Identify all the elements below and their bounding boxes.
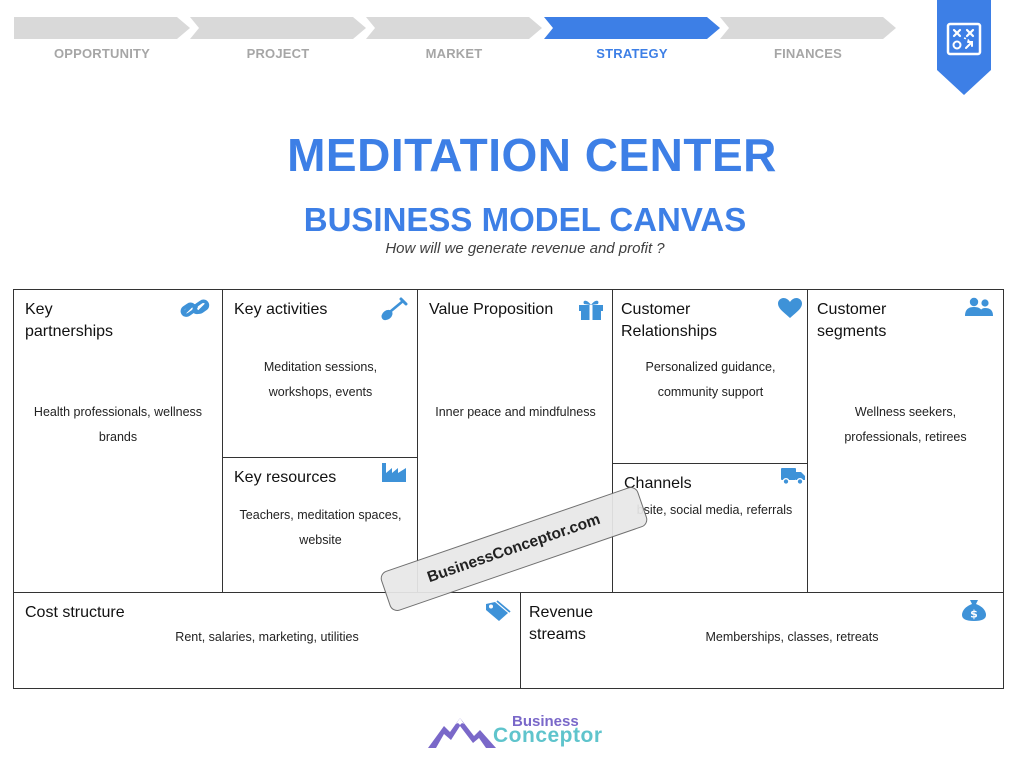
step-market[interactable]: MARKET bbox=[366, 17, 542, 65]
shovel-icon bbox=[381, 297, 408, 321]
link-icon bbox=[180, 299, 210, 317]
tag-icon bbox=[486, 600, 511, 621]
cell-customer-segments[interactable]: Customer segments Wellness seekers, prof… bbox=[807, 289, 1004, 593]
gift-icon bbox=[579, 300, 603, 320]
cell-text: Inner peace and mindfulness bbox=[435, 405, 596, 419]
cell-revenue-streams[interactable]: Revenue streams $ Memberships, classes, … bbox=[520, 592, 1004, 689]
cell-customer-relationships[interactable]: Customer Relationships Personalized guid… bbox=[612, 289, 809, 464]
factory-icon bbox=[382, 463, 406, 482]
cell-text: Wellness seekers, professionals, retiree… bbox=[844, 405, 967, 444]
cell-title: Key activities bbox=[234, 301, 328, 318]
cell-title: Customer Relationships bbox=[621, 301, 718, 340]
users-icon bbox=[965, 297, 993, 316]
cell-channels[interactable]: Channels bsite, social media, referrals bbox=[612, 463, 809, 593]
cell-text: Teachers, meditation spaces, website bbox=[239, 508, 402, 547]
cell-text: Personalized guidance, community support bbox=[645, 360, 776, 399]
cell-key-activities[interactable]: Key activities Meditation sessions, work… bbox=[222, 289, 419, 458]
page-question: How will we generate revenue and profit … bbox=[385, 240, 665, 257]
logo-text-business: Business bbox=[512, 713, 579, 730]
cell-text: bsite, social media, referrals bbox=[636, 503, 793, 517]
step-strategy[interactable]: STRATEGY bbox=[544, 17, 720, 65]
cell-title: Key resources bbox=[234, 469, 337, 486]
mountain-logo-icon bbox=[428, 718, 496, 748]
cell-title: Revenue streams bbox=[529, 604, 594, 643]
page-subtitle: BUSINESS MODEL CANVAS bbox=[303, 201, 747, 238]
step-arrow bbox=[366, 17, 542, 39]
cell-title: Key partnerships bbox=[25, 301, 114, 340]
business-conceptor-logo: Business Conceptor bbox=[426, 708, 616, 752]
cell-text: Health professionals, wellness brands bbox=[33, 405, 203, 444]
money-bag-icon: $ bbox=[962, 600, 986, 621]
step-label: FINANCES bbox=[773, 46, 843, 61]
cell-title: Value Proposition bbox=[429, 301, 554, 318]
truck-icon bbox=[781, 468, 805, 485]
step-arrow bbox=[720, 17, 896, 39]
strategy-board-icon bbox=[946, 22, 982, 56]
step-label: OPPORTUNITY bbox=[53, 46, 151, 61]
heart-icon bbox=[778, 298, 802, 318]
business-model-canvas: Key partnerships Health professionals, w… bbox=[13, 289, 1004, 689]
cell-text: Rent, salaries, marketing, utilities bbox=[175, 630, 359, 644]
cell-title: Cost structure bbox=[25, 604, 125, 621]
svg-text:$: $ bbox=[970, 608, 978, 621]
step-label: STRATEGY bbox=[596, 46, 668, 61]
cell-key-partnerships[interactable]: Key partnerships Health professionals, w… bbox=[13, 289, 223, 593]
cell-title: Channels bbox=[624, 475, 692, 492]
cell-text: Memberships, classes, retreats bbox=[705, 630, 879, 644]
step-arrow bbox=[544, 17, 720, 39]
logo-text-conceptor: Conceptor bbox=[493, 724, 603, 747]
cell-title: Customer segments bbox=[817, 301, 887, 340]
page-title: MEDITATION CENTER bbox=[287, 129, 777, 181]
cell-cost-structure[interactable]: Cost structure Rent, salaries, marketing… bbox=[13, 592, 521, 689]
step-arrow bbox=[14, 17, 190, 39]
step-opportunity[interactable]: OPPORTUNITY bbox=[14, 17, 190, 65]
step-navigation: OPPORTUNITY PROJECT MARKET STRATEGY FINA… bbox=[14, 17, 904, 65]
step-arrow bbox=[190, 17, 366, 39]
cell-key-resources[interactable]: Key resources Teachers, meditation space… bbox=[222, 457, 419, 593]
strategy-bookmark[interactable] bbox=[937, 0, 991, 95]
step-project[interactable]: PROJECT bbox=[190, 17, 366, 65]
cell-text: Meditation sessions, workshops, events bbox=[263, 360, 378, 399]
step-finances[interactable]: FINANCES bbox=[720, 17, 896, 65]
step-label: MARKET bbox=[425, 46, 483, 61]
step-label: PROJECT bbox=[246, 46, 310, 61]
